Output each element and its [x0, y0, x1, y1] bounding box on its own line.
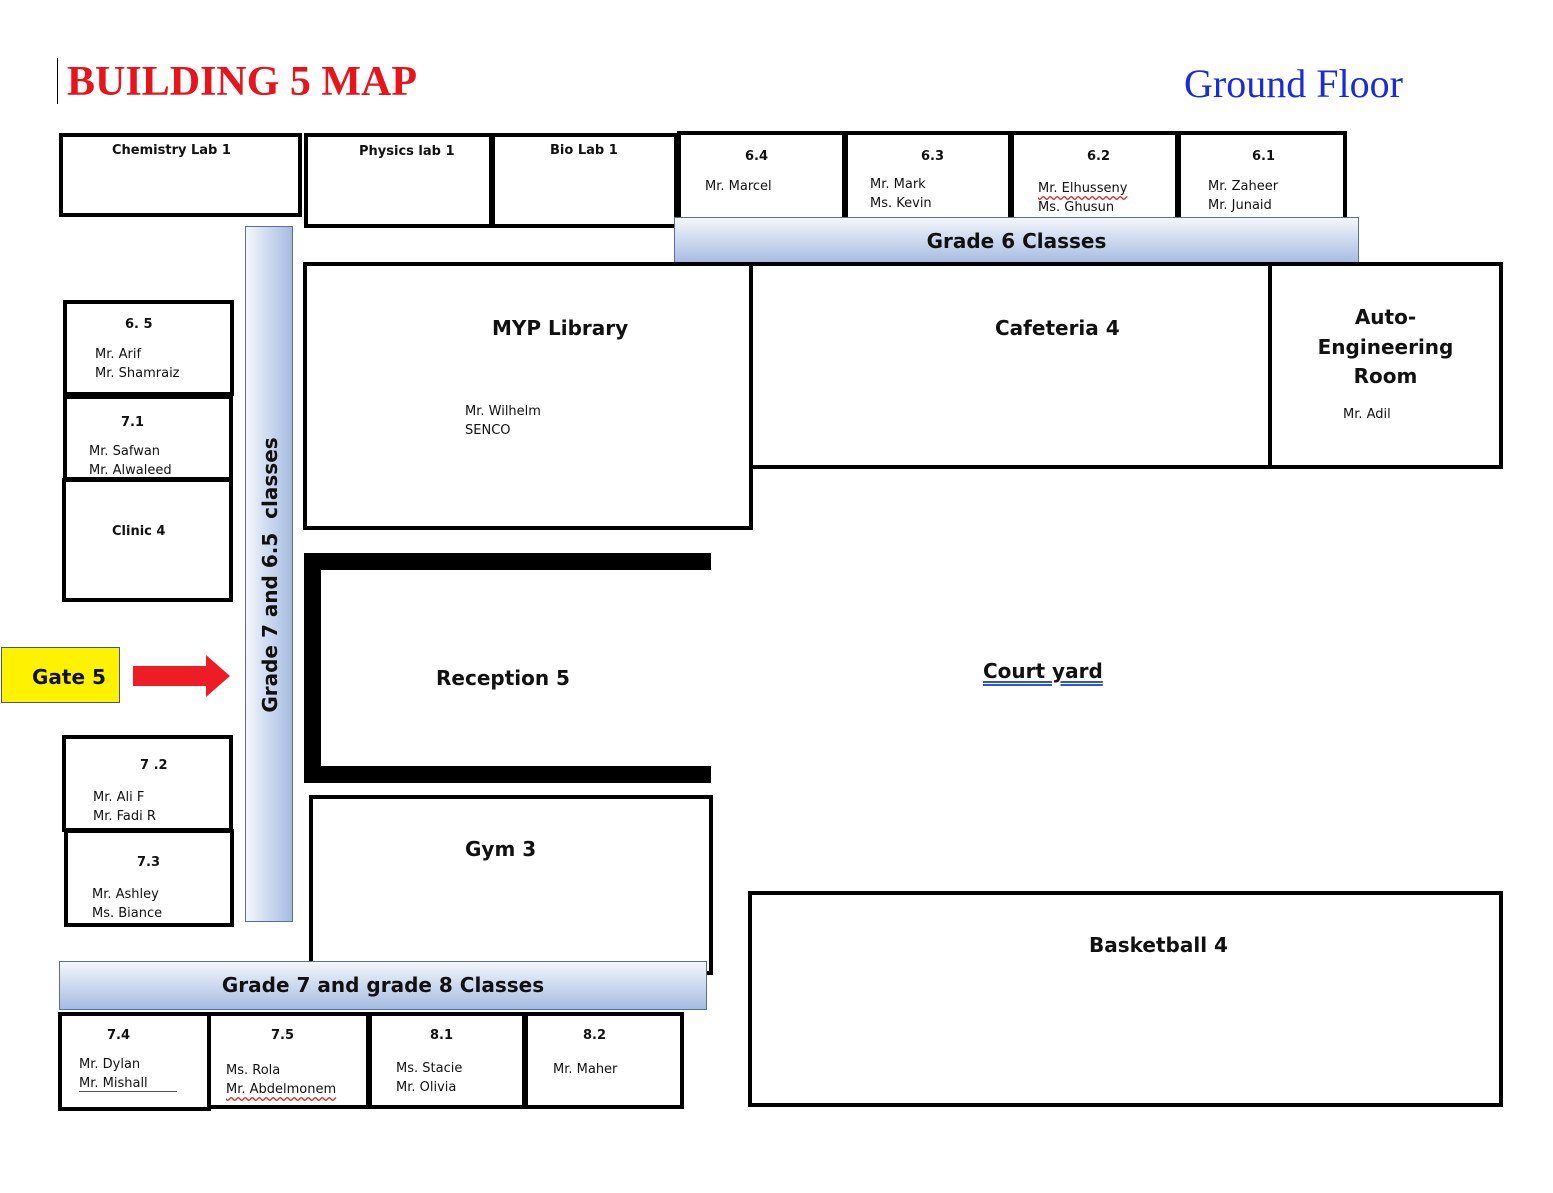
reception-wall-top	[304, 553, 711, 570]
teacher-name: Mr. Zaheer	[1208, 179, 1279, 194]
teacher-name: Mr. Wilhelm	[465, 404, 541, 419]
room-physics-lab: Physics lab 1	[304, 133, 493, 228]
room-clinic: Clinic 4	[62, 478, 233, 602]
room-8-2: 8.2 Mr. Maher	[524, 1012, 684, 1109]
grade-7-8-classes-band: Grade 7 and grade 8 Classes	[59, 961, 707, 1010]
room-label: 7.4	[107, 1028, 131, 1043]
floor-label: Ground Floor	[1184, 61, 1403, 106]
room-6-4: 6.4 Mr. Marcel	[677, 131, 846, 223]
room-label: Auto- Engineering Room	[1272, 303, 1499, 392]
room-label: 6. 5	[125, 317, 153, 332]
teacher-name: Mr. Marcel	[705, 179, 772, 194]
room-7-4: 7.4 Mr. Dylan Mr. Mishall	[58, 1012, 211, 1111]
teacher-name: Mr. Mishall	[79, 1076, 148, 1091]
room-gym: Gym 3	[309, 795, 713, 975]
room-label: Chemistry Lab 1	[112, 143, 231, 158]
room-label: Basketball 4	[1089, 933, 1228, 957]
teacher-name: Mr. Olivia	[396, 1080, 457, 1095]
room-label: MYP Library	[492, 316, 629, 340]
room-cafeteria: Cafeteria 4	[749, 262, 1272, 469]
teacher-name: Ms. Stacie	[396, 1061, 463, 1076]
room-6-5: 6. 5 Mr. Arif Mr. Shamraiz	[63, 300, 234, 396]
room-auto-engineering: Auto- Engineering Room Mr. Adil	[1268, 262, 1503, 469]
teacher-name: Mr. Adil	[1343, 407, 1391, 422]
room-label: Gym 3	[465, 837, 537, 861]
teacher-name: Mr. Abdelmonem	[226, 1082, 337, 1097]
room-label: 7.3	[137, 855, 161, 870]
underline	[79, 1091, 177, 1092]
teacher-name: Mr. Ashley	[92, 887, 159, 902]
room-label: 7 .2	[140, 758, 168, 773]
teacher-name: Mr. Alwaleed	[89, 463, 172, 478]
room-label: Bio Lab 1	[550, 143, 618, 158]
teacher-name: Mr. Shamraiz	[95, 366, 180, 381]
page-title: BUILDING 5 MAP	[67, 59, 418, 105]
room-label: 6.3	[921, 149, 945, 164]
teacher-name: Mr. Elhusseny	[1038, 181, 1128, 196]
reception-wall-left	[304, 553, 321, 783]
entrance-arrow-icon	[133, 655, 230, 697]
room-basketball: Basketball 4	[748, 891, 1503, 1107]
room-label: Physics lab 1	[359, 144, 455, 159]
reception-wall-bottom	[304, 766, 711, 783]
teacher-name: Ms. Ghusun	[1038, 200, 1115, 215]
courtyard-label: Court yard	[983, 659, 1103, 683]
room-6-3: 6.3 Mr. Mark Ms. Kevin	[844, 131, 1012, 223]
gate-label: Gate 5	[32, 665, 106, 689]
room-myp-library: MYP Library Mr. Wilhelm SENCO	[303, 262, 753, 530]
teacher-name: Mr. Ali F	[93, 790, 145, 805]
room-label: 8.1	[430, 1028, 454, 1043]
grade-7-and-6-5-band: Grade 7 and 6.5 classes	[245, 226, 293, 922]
teacher-name: Mr. Maher	[553, 1062, 618, 1077]
teacher-name: Mr. Dylan	[79, 1057, 141, 1072]
teacher-name: Mr. Junaid	[1208, 198, 1272, 213]
room-label-line: Auto-	[1354, 305, 1417, 329]
vertical-band-label: Grade 7 and 6.5 classes	[258, 437, 282, 713]
title-cursor-bar	[57, 58, 58, 104]
room-bio-lab: Bio Lab 1	[491, 133, 678, 228]
teacher-name: Mr. Arif	[95, 347, 142, 362]
gate-5: Gate 5	[1, 647, 120, 703]
room-chemistry-lab: Chemistry Lab 1	[59, 133, 302, 217]
teacher-name: Mr. Mark	[870, 177, 926, 192]
room-8-1: 8.1 Ms. Stacie Mr. Olivia	[368, 1012, 526, 1109]
room-7-2: 7 .2 Mr. Ali F Mr. Fadi R	[62, 735, 233, 832]
teacher-role: SENCO	[465, 423, 511, 438]
room-label: 7.1	[121, 415, 145, 430]
reception-label: Reception 5	[436, 666, 570, 690]
room-7-3: 7.3 Mr. Ashley Ms. Biance	[64, 829, 234, 927]
room-label: 6.4	[745, 149, 769, 164]
room-label: 6.2	[1087, 149, 1111, 164]
teacher-name: Ms. Kevin	[870, 196, 932, 211]
room-6-1: 6.1 Mr. Zaheer Mr. Junaid	[1177, 131, 1347, 223]
room-7-1: 7.1 Mr. Safwan Mr. Alwaleed	[63, 395, 233, 481]
room-label: 8.2	[583, 1028, 607, 1043]
room-label-line: Room	[1353, 364, 1418, 388]
teacher-name: Ms. Rola	[226, 1063, 281, 1078]
room-7-5: 7.5 Ms. Rola Mr. Abdelmonem	[207, 1012, 370, 1109]
room-label: 6.1	[1252, 149, 1276, 164]
room-6-2: 6.2 Mr. Elhusseny Ms. Ghusun	[1010, 131, 1179, 223]
grade-6-classes-band: Grade 6 Classes	[674, 217, 1359, 264]
room-label-line: Engineering	[1317, 334, 1454, 359]
teacher-name: Ms. Biance	[92, 906, 163, 921]
room-label: Cafeteria 4	[995, 316, 1120, 340]
teacher-name: Mr. Fadi R	[93, 809, 156, 824]
room-label: 7.5	[271, 1028, 295, 1043]
teacher-name: Mr. Safwan	[89, 444, 161, 459]
room-label: Clinic 4	[112, 524, 166, 539]
